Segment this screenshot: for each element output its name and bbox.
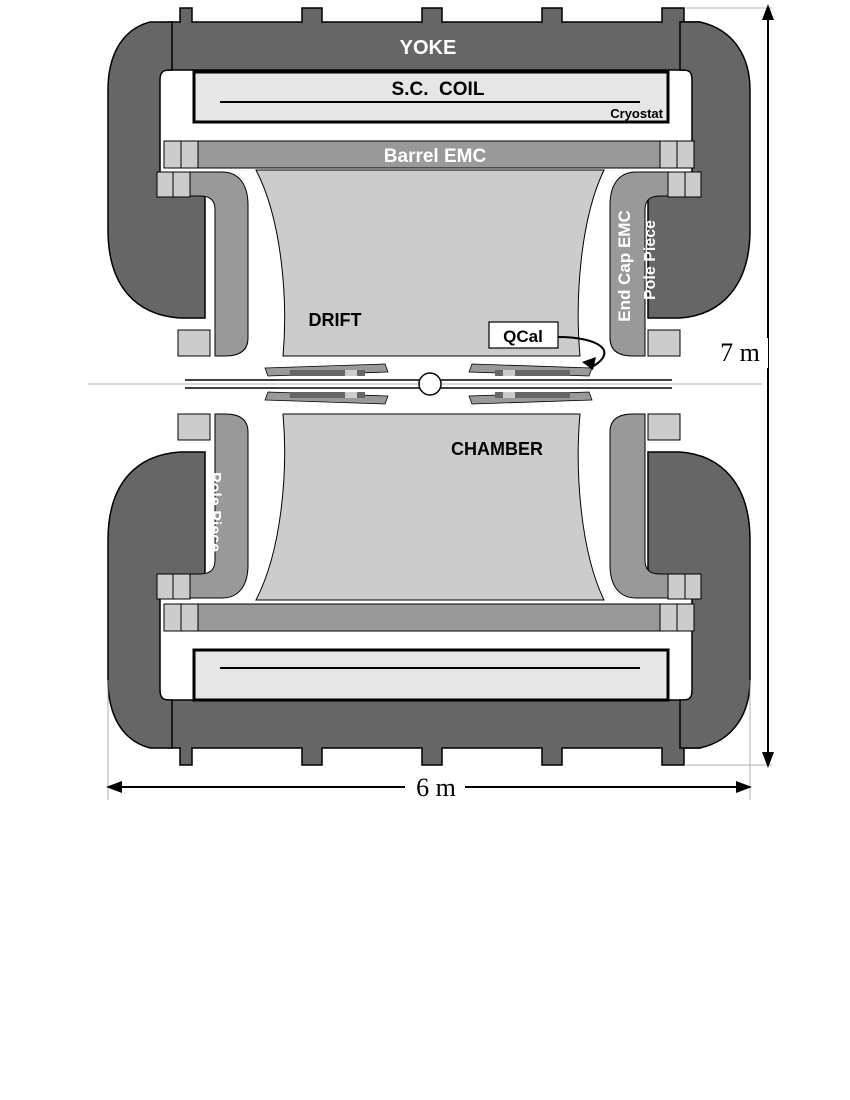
- height-dimension: [686, 4, 774, 768]
- qcal-label: QCal: [503, 327, 543, 346]
- yoke-upper: [107, 7, 751, 319]
- pole-piece-label-upper: Pole Piece: [642, 220, 659, 300]
- chamber-label: CHAMBER: [451, 439, 543, 459]
- pole-piece-label-lower: Pole Piece: [206, 472, 223, 552]
- width-dimension: [106, 680, 752, 800]
- qcal-callout: [488, 321, 606, 370]
- cryostat-label: Cryostat: [610, 106, 663, 121]
- barrel-emc-label: Barrel EMC: [384, 146, 487, 167]
- barrel-emc-lower: [163, 603, 695, 632]
- drift-label: DRIFT: [309, 310, 362, 330]
- coil-upper: [192, 70, 670, 124]
- width-dimension-label: 6 m: [416, 773, 456, 802]
- height-dimension-label: 7 m: [720, 338, 760, 367]
- beam-line: [88, 372, 762, 396]
- endcap-emc-lower-right: [609, 413, 702, 600]
- coil-label: S.C. COIL: [392, 79, 485, 100]
- endcap-emc-lower-left: [156, 413, 249, 600]
- yoke-label: YOKE: [400, 37, 457, 59]
- barrel-emc-upper: [163, 140, 695, 169]
- drift-chamber-lower: [255, 413, 605, 601]
- drift-chamber-upper: [255, 169, 605, 357]
- end-cap-emc-label: End Cap EMC: [615, 210, 634, 321]
- qcal-left: [264, 363, 389, 405]
- yoke-lower: [107, 451, 751, 766]
- endcap-emc-upper-right: [609, 171, 702, 357]
- coil-lower: [192, 648, 670, 702]
- endcap-emc-upper-left: [156, 171, 249, 357]
- qcal-right: [468, 363, 593, 405]
